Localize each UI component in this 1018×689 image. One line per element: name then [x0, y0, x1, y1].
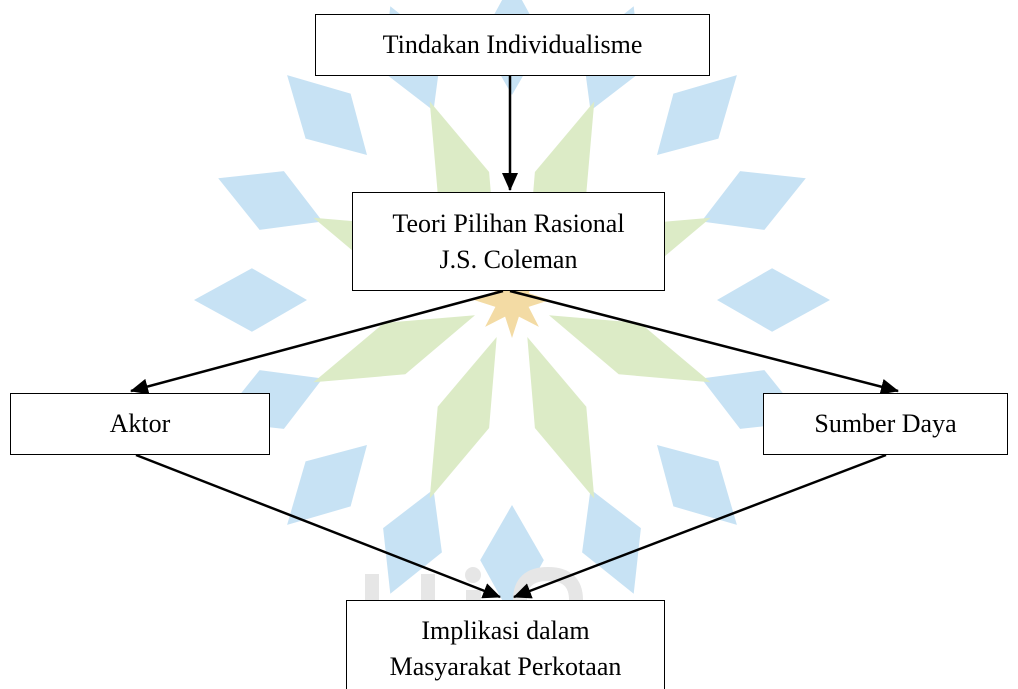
watermark-leaf-green: [549, 315, 711, 383]
arrow-sumber-to-implikasi: [513, 453, 887, 599]
watermark-leaf-green: [429, 337, 497, 499]
watermark-petal-blue: [287, 75, 367, 155]
watermark-petal-blue: [480, 505, 544, 618]
node-label: Aktor: [109, 409, 171, 438]
watermark-petal-blue: [287, 445, 367, 525]
node-implikasi: Implikasi dalam Masyarakat Perkotaan: [346, 600, 665, 689]
watermark-petal-blue: [582, 489, 641, 594]
watermark-petal-blue: [701, 171, 806, 230]
watermark-petal-blue: [383, 489, 442, 594]
node-label-line-2: Masyarakat Perkotaan: [389, 652, 622, 681]
watermark-leaf-green: [313, 315, 475, 383]
watermark-petal-blue: [194, 268, 307, 332]
node-sumber-daya: Sumber Daya: [763, 393, 1008, 455]
node-tindakan-individualisme: Tindakan Individualisme: [315, 14, 710, 76]
node-label: Tindakan Individualisme: [382, 30, 643, 59]
watermark-petal-blue: [717, 268, 830, 332]
watermark-leaf-green: [527, 337, 595, 499]
arrow-theory-to-sumber: [509, 289, 899, 395]
node-label-line-1: Teori Pilihan Rasional: [392, 208, 625, 238]
watermark-petal-blue: [657, 445, 737, 525]
watermark-petal-blue: [657, 75, 737, 155]
arrow-theory-to-aktor: [130, 289, 504, 395]
watermark-petal-blue: [218, 171, 323, 230]
node-label-line-2: J.S. Coleman: [439, 244, 578, 274]
arrow-aktor-to-implikasi: [135, 453, 501, 599]
node-label: Sumber Daya: [814, 409, 957, 438]
node-teori-pilihan-rasional: Teori Pilihan Rasional J.S. Coleman: [352, 192, 665, 291]
node-label-line-1: Implikasi dalam: [421, 616, 590, 645]
node-aktor: Aktor: [10, 393, 270, 455]
